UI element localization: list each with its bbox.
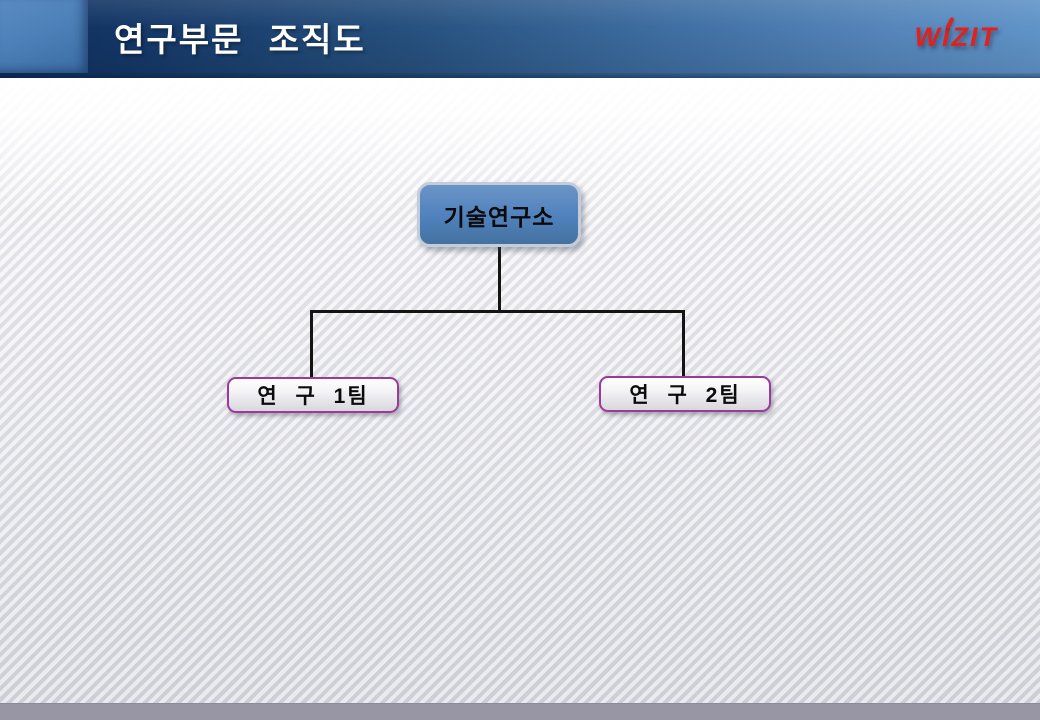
connector-right-vertical [682,310,685,376]
org-node-team2: 연 구 2팀 [599,376,771,412]
wizit-logo-text: WIZIT [914,22,998,52]
org-node-team1-label: 연 구 1팀 [257,385,369,408]
org-node-team1: 연 구 1팀 [227,377,399,413]
org-node-root: 기술연구소 [417,182,581,247]
slide-header: 연구부문 조직도 WIZIT [0,0,1040,78]
connector-root-vertical [498,247,501,311]
connector-horizontal [310,310,685,313]
slide-body: 기술연구소 연 구 1팀 연 구 2팀 [0,78,1040,703]
wizit-logo: WIZIT [914,16,998,56]
header-accent-square [0,0,88,73]
connector-left-vertical [310,310,313,377]
footer-bar [0,703,1040,720]
org-node-root-label: 기술연구소 [443,203,555,230]
slide-title: 연구부문 조직도 [114,20,366,58]
org-node-team2-label: 연 구 2팀 [629,384,741,407]
